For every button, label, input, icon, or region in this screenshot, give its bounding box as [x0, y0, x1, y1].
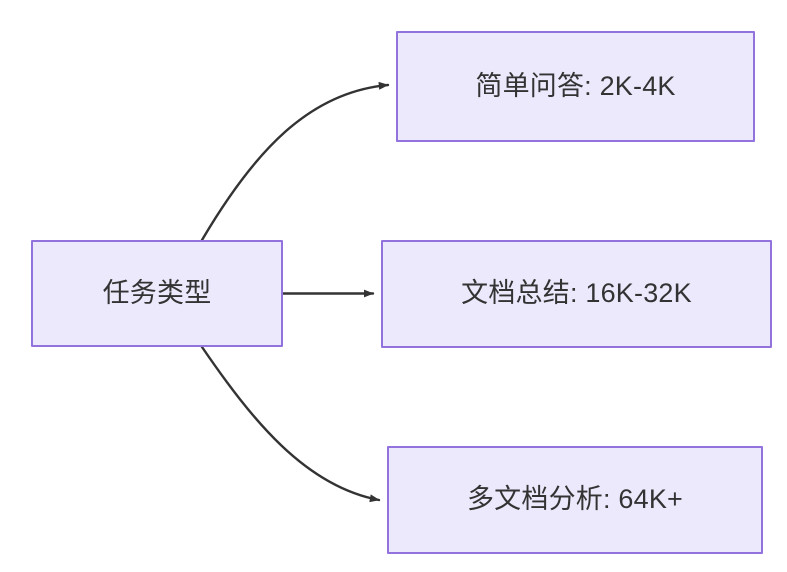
node-simple-qa[interactable]: 简单问答: 2K-4K	[396, 31, 755, 142]
node-simple-qa-label: 简单问答: 2K-4K	[475, 70, 676, 101]
node-multi-doc-analysis-label: 多文档分析: 64K+	[466, 484, 683, 515]
node-doc-summary-label: 文档总结: 16K-32K	[461, 278, 692, 309]
edge-root-to-simple-qa	[200, 81, 390, 242]
node-root-label: 任务类型	[102, 277, 212, 308]
node-root[interactable]: 任务类型	[31, 240, 283, 347]
node-multi-doc-analysis[interactable]: 多文档分析: 64K+	[387, 446, 763, 554]
node-doc-summary[interactable]: 文档总结: 16K-32K	[381, 240, 772, 348]
edge-root-to-multi-doc	[200, 345, 381, 503]
